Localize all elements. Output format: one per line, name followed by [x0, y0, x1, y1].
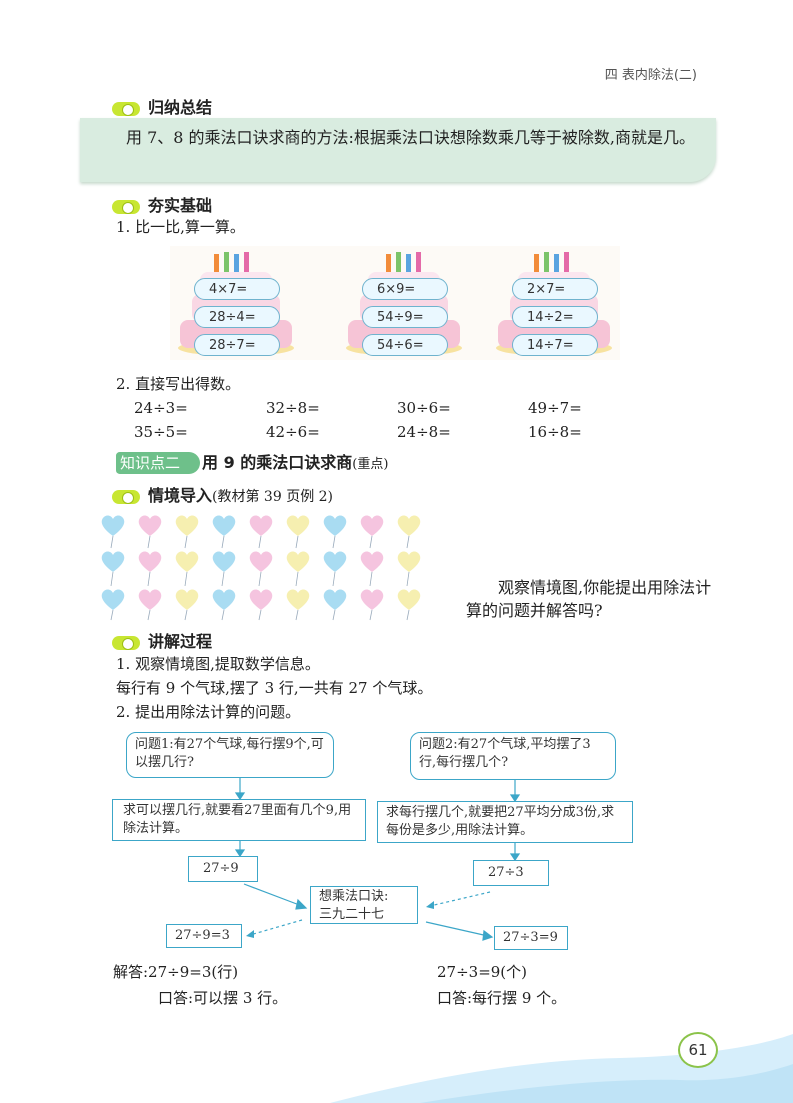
question-2: 2. 直接写出得数。 — [116, 375, 241, 393]
expression-1-box: 27÷9 — [188, 856, 258, 882]
question-1: 1. 比一比,算一算。 — [116, 218, 245, 236]
pill-icon — [112, 635, 140, 650]
rhyme-text: 三九二十七 — [319, 907, 385, 922]
process-heading: 讲解过程 — [112, 628, 212, 652]
equation-pill: 28÷4= — [194, 306, 280, 328]
equation-pill: 6×9= — [362, 278, 448, 300]
summary-box: 用 7、8 的乘法口诀求商的方法:根据乘法口诀想除数乘几等于被除数,商就是几。 — [80, 118, 716, 182]
step-1-info: 每行有 9 个气球,摆了 3 行,一共有 27 个气球。 — [116, 679, 433, 697]
question-2-box: 问题2:有27个气球,平均摆了3行,每行摆几个? — [410, 732, 616, 780]
multiplication-rhyme-box: 想乘法口诀: 三九二十七 — [310, 886, 418, 924]
equation-pill: 54÷6= — [362, 334, 448, 356]
page-number: 61 — [678, 1032, 718, 1068]
answer-1-equation: 解答:27÷9=3(行) — [113, 963, 239, 981]
method-1-box: 求可以摆几行,就要看27里面有几个9,用除法计算。 — [112, 799, 366, 841]
answer-2-equation: 27÷3=9(个) — [437, 963, 528, 981]
result-2-box: 27÷3=9 — [494, 926, 568, 950]
step-1: 1. 观察情境图,提取数学信息。 — [116, 655, 320, 673]
scenario-heading: 情境导入(教材第 39 页例 2) — [112, 482, 333, 506]
cake-1: 4×7= 28÷4= 28÷7= — [176, 248, 311, 358]
equation-pill: 28÷7= — [194, 334, 280, 356]
answer-2-oral: 口答:每行摆 9 个。 — [437, 989, 567, 1007]
basics-heading: 夯实基础 — [112, 192, 212, 216]
summary-text: 用 7、8 的乘法口诀求商的方法:根据乘法口诀想除数乘几等于被除数,商就是几。 — [126, 128, 696, 147]
scenario-title: 情境导入 — [148, 486, 213, 505]
equation-pill: 4×7= — [194, 278, 280, 300]
equation-pill: 14÷2= — [512, 306, 598, 328]
q2-item: 32÷8= — [266, 399, 320, 417]
pill-icon — [112, 489, 140, 504]
footer-wave — [330, 1034, 793, 1103]
rhyme-label: 想乘法口诀: — [319, 889, 389, 904]
kp2-note: (重点) — [352, 457, 389, 472]
equation-pill: 54÷9= — [362, 306, 448, 328]
q2-item: 24÷8= — [397, 423, 451, 441]
kp2-title-line: 用 9 的乘法口诀求商(重点) — [202, 452, 388, 476]
method-2-box: 求每行摆几个,就要把27平均分成3份,求每份是多少,用除法计算。 — [377, 801, 633, 843]
summary-heading: 归纳总结 — [112, 94, 212, 118]
process-title: 讲解过程 — [148, 632, 213, 651]
cake-3: 2×7= 14÷2= 14÷7= — [494, 248, 629, 358]
q2-item: 16÷8= — [528, 423, 582, 441]
chapter-header: 四 表内除法(二) — [604, 68, 697, 83]
knowledge-point-tag: 知识点二 — [116, 452, 200, 474]
kp2-title: 用 9 的乘法口诀求商 — [202, 453, 353, 472]
q2-item: 49÷7= — [528, 399, 582, 417]
question-1-box: 问题1:有27个气球,每行摆9个,可以摆几行? — [126, 732, 334, 778]
equation-pill: 2×7= — [512, 278, 598, 300]
answer-1-oral: 口答:可以摆 3 行。 — [158, 989, 288, 1007]
scenario-note: (教材第 39 页例 2) — [212, 489, 334, 505]
basics-title: 夯实基础 — [148, 196, 213, 215]
pill-icon — [112, 199, 140, 214]
balloons-illustration — [101, 515, 421, 621]
equation-pill: 14÷7= — [512, 334, 598, 356]
q2-item: 24÷3= — [134, 399, 188, 417]
step-2: 2. 提出用除法计算的问题。 — [116, 703, 301, 721]
summary-title: 归纳总结 — [148, 98, 213, 117]
expression-2-box: 27÷3 — [473, 860, 549, 886]
q2-item: 42÷6= — [266, 423, 320, 441]
result-1-box: 27÷9=3 — [166, 924, 242, 948]
pill-icon — [112, 101, 140, 116]
scenario-question: 观察情境图,你能提出用除法计算的问题并解答吗? — [466, 578, 712, 620]
q2-item: 35÷5= — [134, 423, 188, 441]
q2-item: 30÷6= — [397, 399, 451, 417]
cake-2: 6×9= 54÷9= 54÷6= — [344, 248, 479, 358]
